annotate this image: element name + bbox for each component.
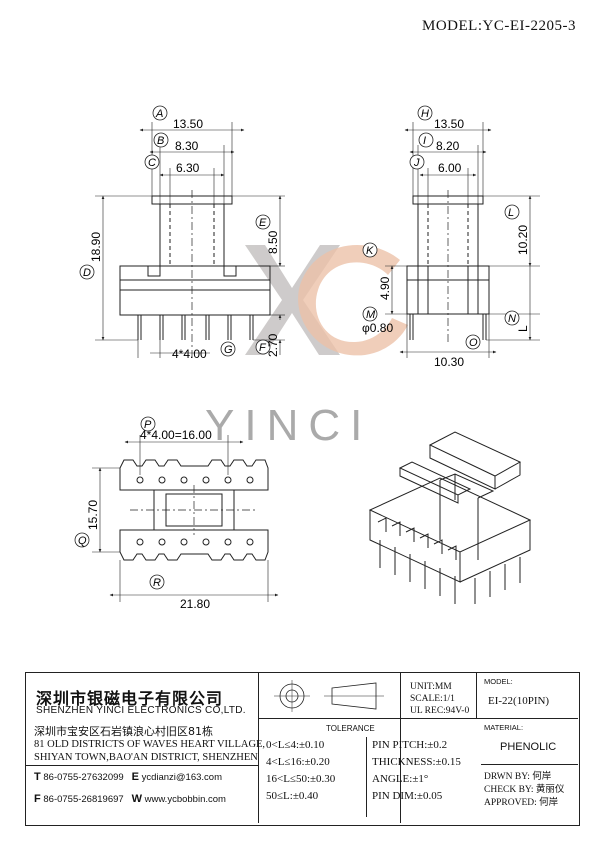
circle-label-k: K	[366, 245, 374, 257]
divider	[481, 764, 578, 765]
scale: SCALE:1/1	[410, 694, 455, 704]
model-label: MODEL:	[484, 677, 513, 686]
dim-d: 18.90	[89, 232, 103, 262]
address: 深圳市宝安区石岩镇浪心村旧区81栋 81 OLD DISTRICTS OF WA…	[34, 725, 265, 764]
tolerance-row: 4<L≤16:±0.20	[266, 756, 330, 768]
top-view	[92, 435, 279, 602]
dim-q: 15.70	[86, 500, 100, 530]
web-value: www.ycbobbin.com	[144, 794, 226, 805]
tolerance-title: TOLERANCE	[326, 724, 375, 733]
circle-label-c: C	[148, 157, 156, 169]
watermark-text: YINCI	[205, 401, 372, 450]
circle-label-r: R	[153, 577, 161, 589]
unit-scale-block: UNIT:MM SCALE:1/1 UL REC:94V-0	[410, 681, 469, 717]
tel-label: T	[34, 771, 41, 783]
circle-label-f: F	[259, 342, 267, 354]
circle-label-e: E	[259, 217, 267, 229]
tolerance-row: ANGLE:±1°	[372, 773, 429, 785]
approvals: DRWN BY: 何岸 CHECK BY: 黄丽仪 APPROVED: 何岸	[484, 771, 564, 810]
material-label: MATERIAL:	[484, 723, 524, 732]
technical-drawing: YINCI	[74, 105, 540, 611]
circle-label-j: J	[413, 157, 420, 169]
divider	[476, 673, 477, 718]
dim-o: 10.30	[434, 355, 464, 369]
circle-label-l: L	[508, 207, 514, 219]
tolerance-row: PIN DIM:±0.05	[372, 790, 443, 802]
approved-by: APPROVED: 何岸	[484, 798, 559, 808]
circle-label-n: N	[508, 313, 516, 325]
dim-k: 4.90	[378, 276, 392, 300]
dim-c: 6.30	[176, 161, 200, 175]
circle-label-d: D	[83, 267, 91, 279]
tolerance-row: PIN PITCH:±0.2	[372, 739, 448, 751]
circle-label-a: A	[155, 108, 163, 120]
side-view	[385, 122, 540, 358]
divider	[26, 765, 258, 766]
dim-a: 13.50	[173, 117, 203, 131]
model-value: EI-22(10PIN)	[488, 695, 550, 707]
contact-info: T 86-0755-27632099 E ycdianzi@163.com F …	[34, 771, 256, 805]
fax-value: 86-0755-26819697	[43, 794, 124, 805]
dim-m: φ0.80	[362, 321, 393, 335]
dim-f: 2.70	[266, 333, 280, 357]
material-value: PHENOLIC	[500, 741, 557, 753]
dim-p: 4*4.00=16.00	[140, 428, 212, 442]
dim-g: 4*4.00	[172, 347, 207, 361]
divider	[366, 737, 367, 817]
circle-label-g: G	[224, 344, 233, 356]
side-view-labels: H 13.50 I 8.20 J 6.00 K 4.90 L 10.20 M φ…	[362, 105, 530, 369]
address-en-line1: 81 OLD DISTRICTS OF WAVES HEART VILLAGE,	[34, 739, 266, 750]
tolerance-left: 0<L≤4:±0.10 4<L≤16:±0.20 16<L≤50:±0.30 5…	[266, 737, 335, 805]
tolerance-row: 0<L≤4:±0.10	[266, 739, 325, 751]
tolerance-right: PIN PITCH:±0.2 THICKNESS:±0.15 ANGLE:±1°…	[372, 737, 461, 805]
circle-label-q: Q	[78, 535, 87, 547]
tolerance-row: THICKNESS:±0.15	[372, 756, 461, 768]
email-value: ycdianzi@163.com	[141, 772, 222, 783]
web-label: W	[131, 793, 142, 805]
front-view-labels: A 13.50 B 8.30 C 6.30 D 18.90 E 8.50 F 2…	[79, 105, 280, 361]
tel-value: 86-0755-27632099	[43, 772, 124, 783]
circle-label-b: B	[157, 135, 164, 147]
circle-label-i: I	[423, 135, 426, 147]
dim-n: L	[516, 325, 530, 332]
check-by: CHECK BY: 黄丽仪	[484, 785, 565, 795]
dim-j: 6.00	[438, 161, 462, 175]
dim-e: 8.50	[266, 230, 280, 254]
company-name-cn: 深圳市银磁电子有限公司	[36, 689, 224, 708]
email-label: E	[131, 771, 139, 783]
dim-l: 10.20	[516, 225, 530, 255]
circle-label-h: H	[421, 108, 429, 120]
drawn-by: DRWN BY: 何岸	[484, 772, 552, 782]
title-block: 深圳市银磁电子有限公司 SHENZHEN YINCI ELECTRONICS C…	[25, 672, 580, 826]
dim-b: 8.30	[175, 139, 199, 153]
front-view	[95, 122, 285, 360]
ul-rec: UL REC:94V-0	[410, 706, 470, 716]
fax-label: F	[34, 793, 41, 805]
circle-label-p: P	[144, 419, 152, 431]
top-view-labels: P 4*4.00=16.00 Q 15.70 R 21.80	[74, 416, 212, 611]
address-cn: 深圳市宝安区石岩镇浪心村旧区81栋	[34, 725, 213, 738]
address-en-line2: SHIYAN TOWN,BAO'AN DISTRICT, SHENZHEN	[34, 752, 258, 763]
dim-h: 13.50	[434, 117, 464, 131]
dim-i: 8.20	[436, 139, 460, 153]
projection-symbol-icon	[274, 680, 384, 712]
divider	[258, 673, 259, 823]
tolerance-row: 16<L≤50:±0.30	[266, 773, 336, 785]
circle-label-m: M	[366, 309, 376, 321]
model-header: MODEL:YC-EI-2205-3	[422, 18, 576, 34]
tolerance-row: 50≤L:±0.40	[266, 790, 319, 802]
circle-label-o: O	[469, 337, 478, 349]
divider	[258, 718, 578, 719]
divider	[400, 673, 401, 823]
company-name-en: SHENZHEN YINCI ELECTRONICS CO,LTD.	[36, 705, 246, 716]
unit: UNIT:MM	[410, 682, 452, 692]
dim-r: 21.80	[180, 597, 210, 611]
isometric-view	[368, 431, 532, 604]
